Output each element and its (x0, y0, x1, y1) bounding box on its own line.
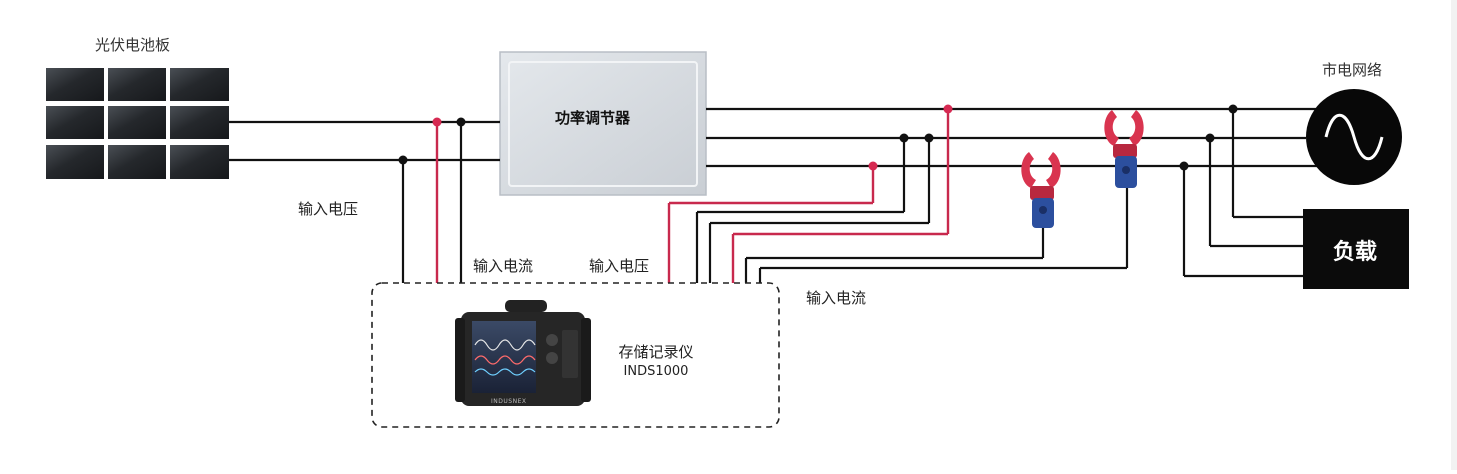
ac-voltage-wires (667, 109, 950, 283)
grid-label: 市电网络 (1322, 61, 1383, 79)
input-current-label-left: 输入电流 (473, 257, 534, 275)
recorder-model: INDS1000 (623, 364, 689, 379)
junction-dots (398, 104, 1238, 171)
load-label: 负载 (1333, 240, 1378, 265)
recorder-label: 存储记录仪 INDS1000 (612, 343, 700, 381)
ac-sine-wave-icon (1306, 89, 1402, 185)
current-clamp-icon (1021, 152, 1061, 228)
input-current-label-right: 输入电流 (806, 289, 867, 307)
current-clamp-icon (1104, 110, 1144, 188)
page-edge (1451, 0, 1457, 470)
input-voltage-label-mid: 输入电压 (589, 257, 650, 275)
recorder-boundary (371, 282, 780, 428)
recorder-name: 存储记录仪 (618, 343, 694, 361)
data-recorder-device-icon (455, 300, 591, 406)
ac-wires (695, 107, 1318, 283)
solar-panel-icon (46, 68, 229, 179)
power-conditioner-box (499, 51, 707, 196)
load-box (1303, 209, 1409, 289)
solar-panel-label: 光伏电池板 (95, 36, 171, 54)
input-voltage-label-left: 输入电压 (298, 200, 359, 218)
power-conditioner-label: 功率调节器 (555, 109, 631, 127)
device-brand: INDUSNEX (491, 398, 527, 405)
dc-wires (229, 120, 500, 283)
